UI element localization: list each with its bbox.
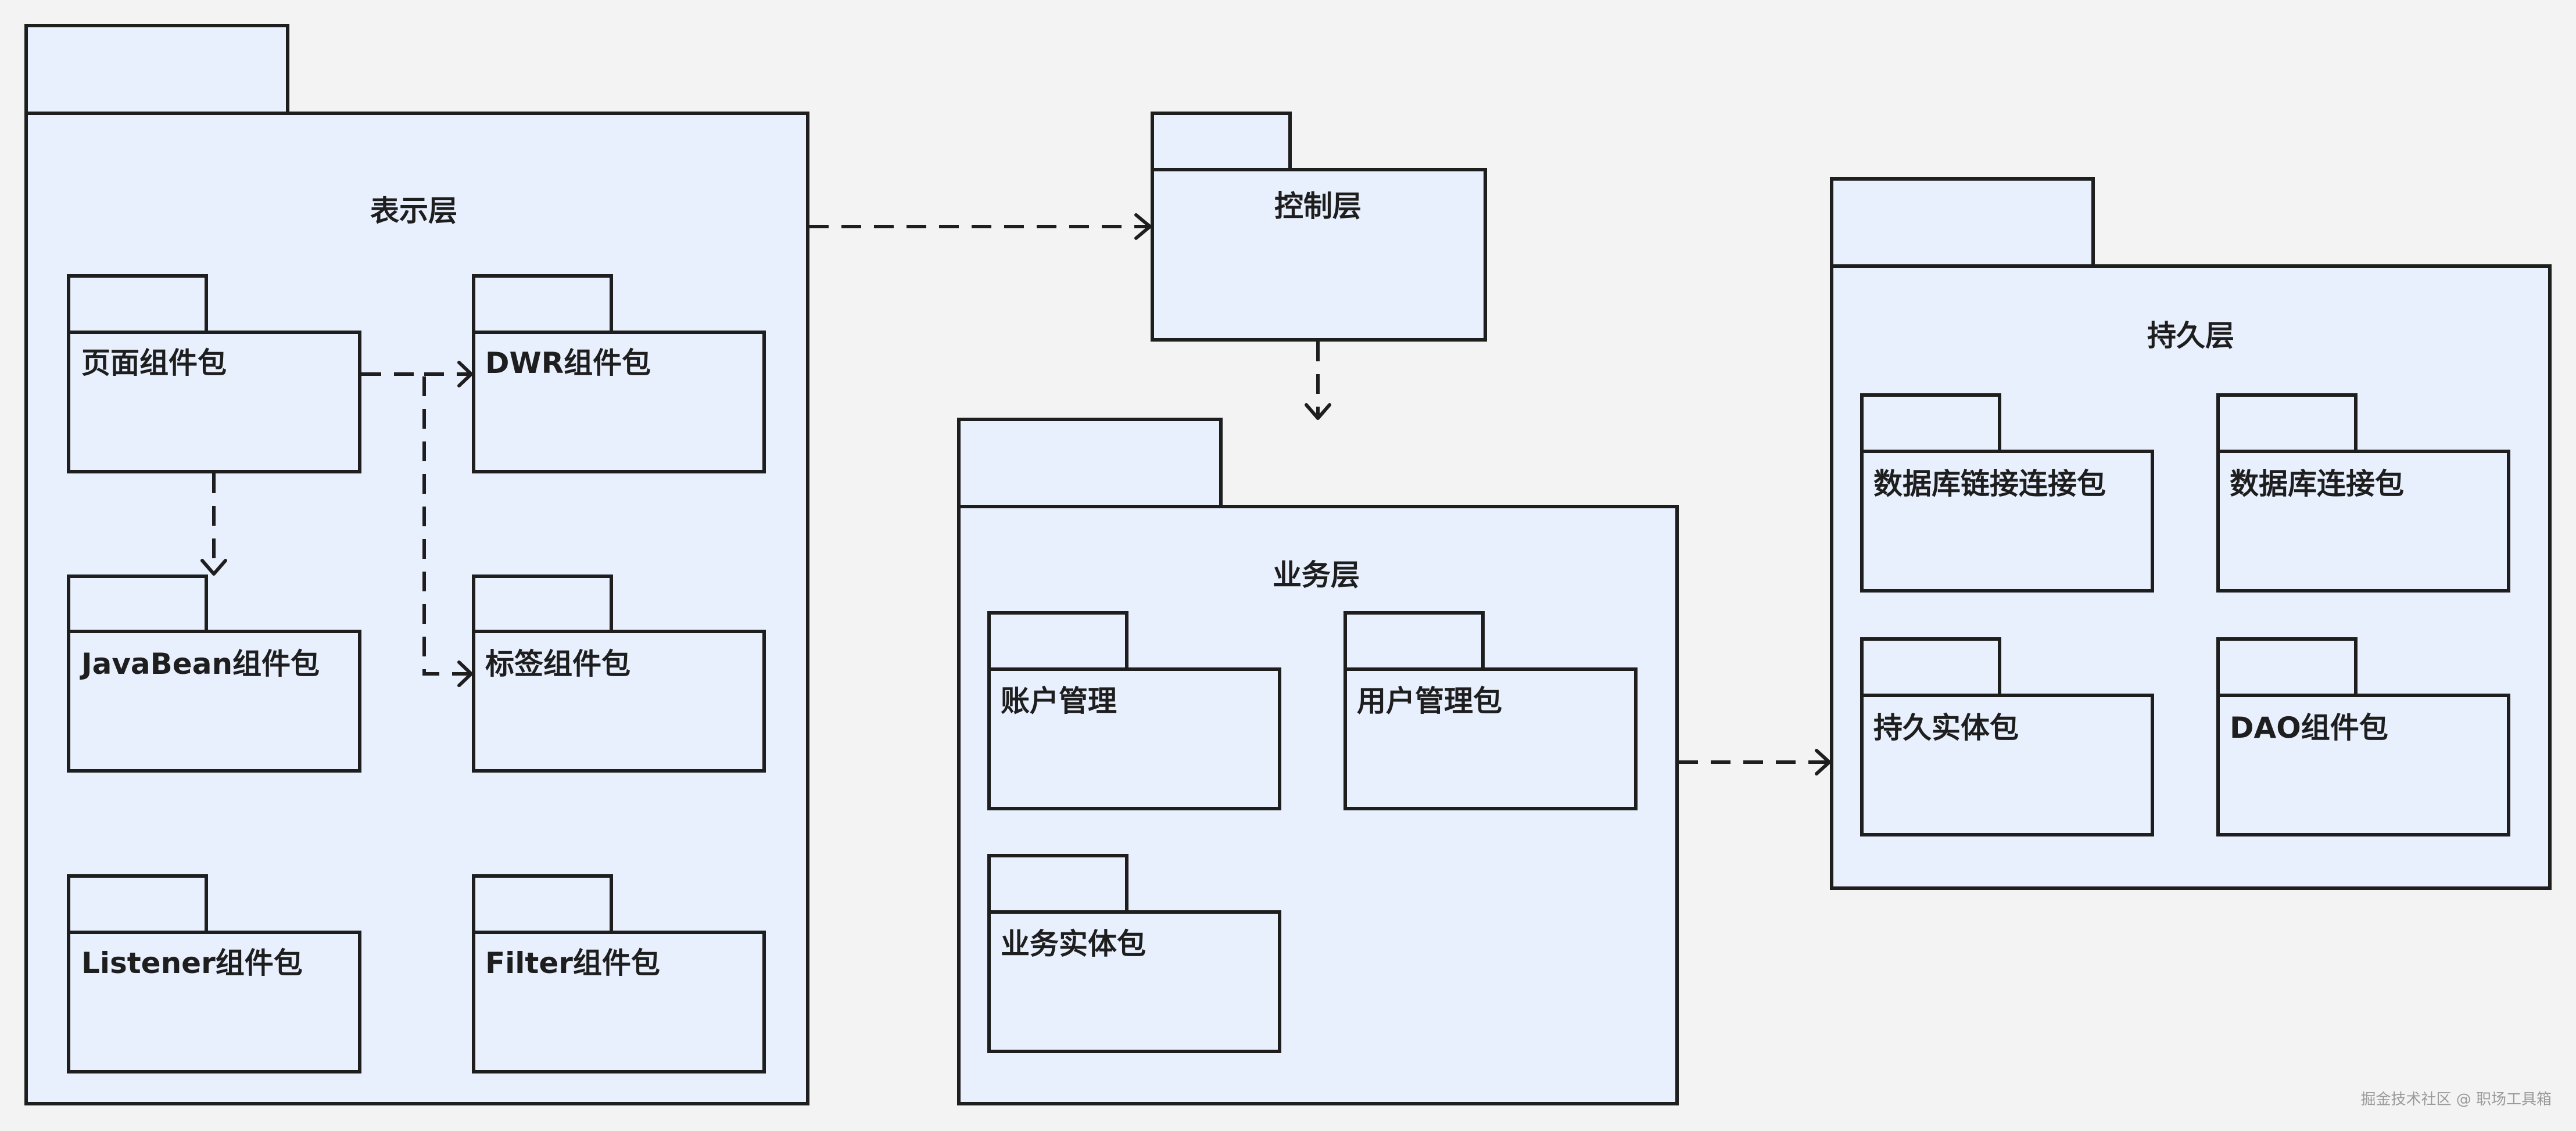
account-management-package[interactable] [987,611,1281,810]
javabean-component-package[interactable] [67,575,361,773]
account-management-label: 账户管理 [1001,684,1117,718]
persistence-layer-title: 持久层 [2147,319,2234,353]
persistent-entity-label: 持久实体包 [1873,711,2019,745]
tag-component-package[interactable] [472,575,766,773]
control-layer-package[interactable] [1151,112,1487,342]
db-link-connection-label: 数据库链接连接包 [1873,467,2106,501]
listener-component-package[interactable] [67,874,361,1073]
page-component-label: 页面组件包 [81,346,227,380]
dwr-component-package[interactable] [472,274,766,473]
watermark-text: 掘金技术社区 @ 职场工具箱 [2360,1091,2552,1108]
business-entity-package[interactable] [987,854,1281,1053]
business-layer-title: 业务层 [1273,558,1360,592]
dependency-presentation-to-control [809,213,1152,240]
tag-component-label: 标签组件包 [485,647,630,681]
control-layer-title: 控制层 [1274,189,1362,223]
filter-component-label: Filter组件包 [485,946,660,980]
listener-component-label: Listener组件包 [81,946,303,980]
db-connection-label: 数据库连接包 [2230,467,2404,501]
dependency-page-to-dwr-and-tag [361,361,473,687]
filter-component-package[interactable] [472,874,766,1073]
db-connection-package[interactable] [2216,393,2510,593]
dependency-control-to-business [1305,342,1331,420]
user-management-package[interactable] [1343,611,1638,810]
dwr-component-label: DWR组件包 [485,346,651,380]
business-entity-label: 业务实体包 [1001,927,1146,961]
db-link-connection-package[interactable] [1860,393,2154,593]
dao-component-package[interactable] [2216,637,2510,836]
presentation-layer-title: 表示层 [370,194,457,228]
persistent-entity-package[interactable] [1860,637,2154,836]
dao-component-label: DAO组件包 [2230,711,2388,745]
page-component-package[interactable] [67,274,361,473]
dependency-page-to-javabean [200,473,227,576]
user-management-label: 用户管理包 [1357,684,1502,718]
javabean-component-label: JavaBean组件包 [81,647,320,681]
dependency-business-to-persistence [1678,749,1831,775]
